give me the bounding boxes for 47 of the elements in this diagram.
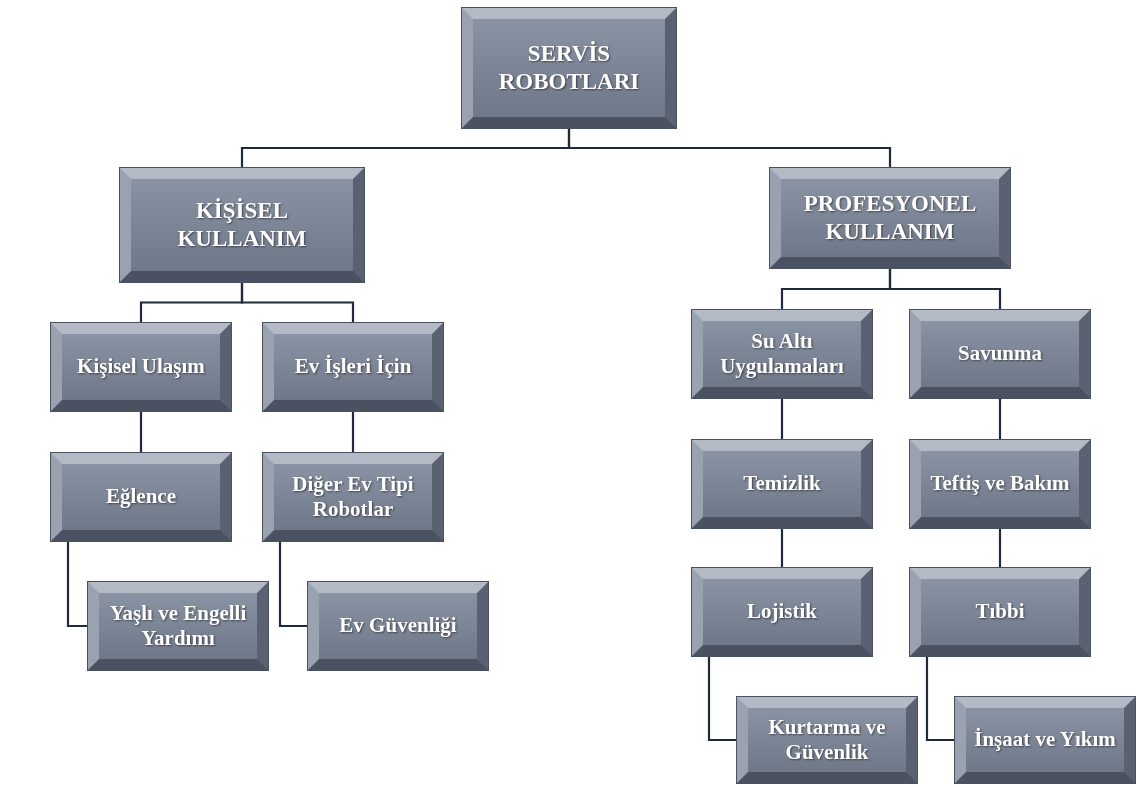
box-label: Yaşlı ve Engelli Yardımı [108,600,248,652]
connector-line [66,541,88,628]
category-box [955,697,1135,783]
category-box [308,582,488,670]
connector-line [780,528,784,568]
category-box [692,310,872,398]
category-box [910,310,1090,398]
connector-line [278,541,308,628]
category-box [910,568,1090,656]
box-label: Lojistik [747,599,817,625]
category-box [263,323,443,411]
box-label: Kurtarma ve Güvenlik [767,714,887,766]
box-label: Su Altı Uygulamaları [719,328,845,380]
connector-line [707,656,737,742]
category-box [88,582,268,670]
box-label: Eğlence [106,484,176,510]
category-box [692,440,872,528]
box-label: SERVİS ROBOTLARI [497,40,641,96]
box-label: Teftiş ve Bakım [930,471,1070,497]
box-label: Savunma [958,341,1042,367]
connector-line [351,411,355,453]
category-box [120,168,364,282]
box-label: Kişisel Ulaşım [77,354,205,380]
category-box [770,168,1010,268]
box-label: PROFESYONEL KULLANIM [802,190,978,246]
category-box [51,453,231,541]
connector-line [567,128,892,168]
connector-line [998,398,1002,440]
connector-line [925,656,955,742]
box-label: Temizlik [743,471,821,497]
connector-line [139,411,143,453]
box-label: KİŞİSEL KULLANIM [176,197,308,253]
category-box [910,440,1090,528]
connector-line [998,528,1002,568]
connector-line [888,268,1002,310]
category-box [692,568,872,656]
box-label: Diğer Ev Tipi Robotlar [291,471,415,523]
box-label: Ev Güvenliği [339,613,457,639]
connector-line [780,398,784,440]
category-box [51,323,231,411]
connector-line [240,282,355,323]
box-label: İnşaat ve Yıkım [974,727,1116,753]
category-box [737,697,917,783]
category-box [462,8,676,128]
category-box [263,453,443,541]
box-label: Ev İşleri İçin [294,354,412,380]
box-label: Tıbbi [975,599,1025,625]
